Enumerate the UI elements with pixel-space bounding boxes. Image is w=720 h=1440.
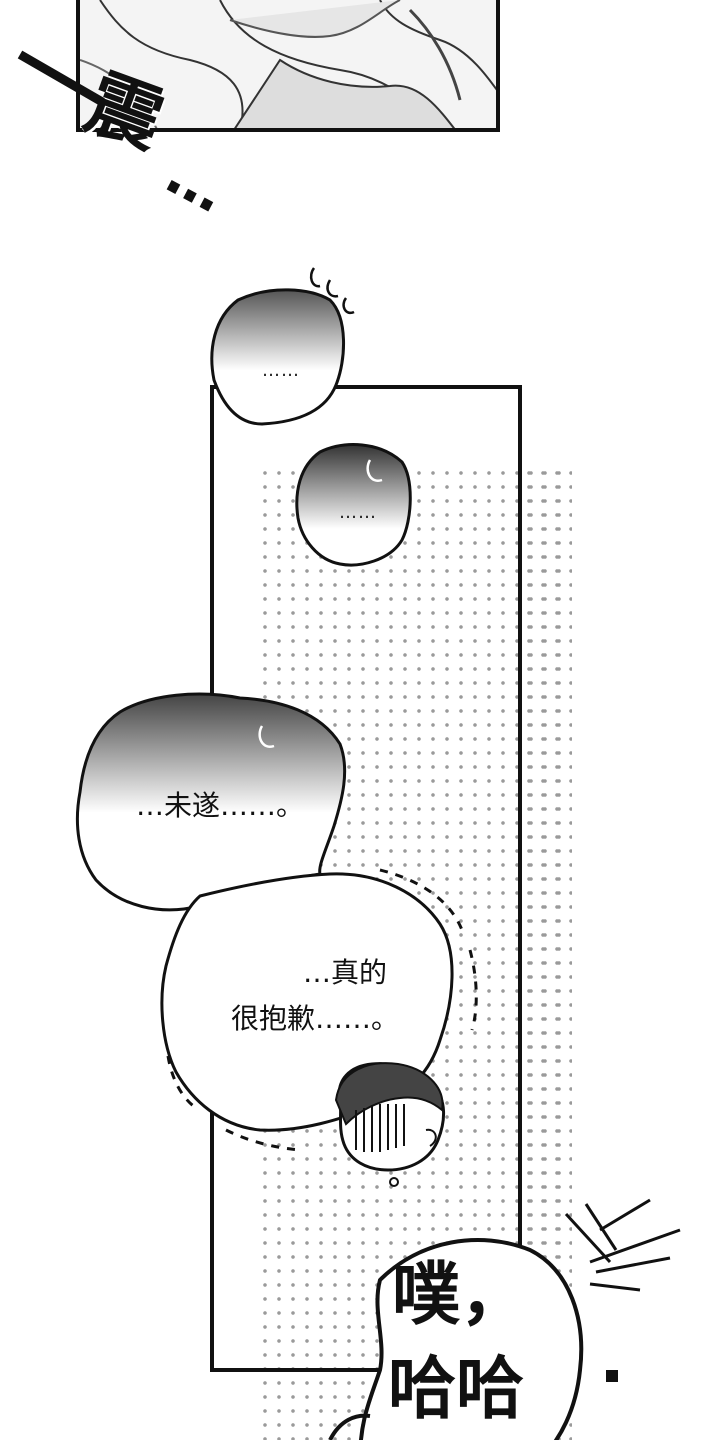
top-manga-panel bbox=[76, 0, 500, 132]
bubble-third-text: …未遂……。 bbox=[135, 789, 304, 822]
hands-artwork bbox=[80, 0, 496, 128]
bubble-first-text: …… bbox=[262, 360, 300, 381]
sfx-laugh-1: 噗， bbox=[392, 1256, 529, 1335]
chibi-character bbox=[334, 1062, 445, 1187]
bubble-fourth-line1: …真的 bbox=[302, 956, 387, 989]
bubble-fourth-line2: 很抱歉……。 bbox=[230, 1002, 399, 1035]
bubble-first-shape bbox=[210, 288, 345, 426]
laugh-bubble-shape bbox=[358, 1238, 584, 1440]
sfx-laugh-2: 哈哈 bbox=[388, 1350, 525, 1429]
bubble-second-text: …… bbox=[339, 502, 377, 523]
bubble-fourth-text: …真的 很抱歉……。 bbox=[190, 950, 440, 1042]
bubble-second-shape bbox=[295, 443, 412, 567]
